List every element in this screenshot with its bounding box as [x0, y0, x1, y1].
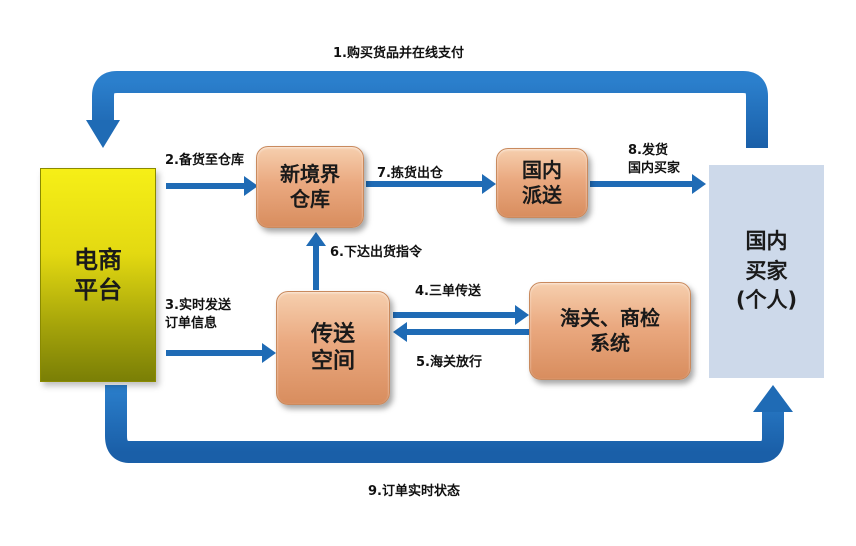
- arrow-step3-shaft: [166, 350, 262, 356]
- arrow-step3-head: [262, 343, 276, 363]
- arrow-step8-shaft: [590, 181, 692, 187]
- step4-label: 4.三单传送: [415, 284, 481, 299]
- top-loop-arrow: [92, 71, 768, 148]
- step9-label: 9.订单实时状态: [368, 484, 460, 499]
- bottom-loop-arrowhead: [753, 385, 793, 412]
- arrow-step6-shaft: [313, 246, 319, 290]
- ecommerce-platform-label: 电商 平台: [74, 246, 122, 304]
- top-loop-arrowhead: [86, 120, 120, 148]
- customs-inspection-node: 海关、商检 系统: [529, 282, 691, 380]
- ecommerce-platform-node: 电商 平台: [40, 168, 156, 382]
- domestic-delivery-node: 国内 派送: [496, 148, 588, 218]
- bonded-warehouse-label: 新境界 仓库: [280, 162, 340, 211]
- step7-label: 7.拣货出仓: [377, 166, 443, 181]
- step2-label: 2.备货至仓库: [165, 153, 244, 168]
- domestic-buyer-label: 国内 买家 (个人): [735, 229, 798, 313]
- bonded-warehouse-node: 新境界 仓库: [256, 146, 364, 228]
- arrow-step4-head: [515, 305, 529, 325]
- domestic-buyer-node: 国内 买家 (个人): [709, 165, 824, 378]
- step1-label: 1.购买货品并在线支付: [333, 46, 464, 61]
- arrow-step5-head: [393, 322, 407, 342]
- step8-label: 8.发货 国内买家: [628, 143, 681, 176]
- transfer-space-node: 传送 空间: [276, 291, 390, 405]
- arrow-step8-head: [692, 174, 706, 194]
- domestic-delivery-label: 国内 派送: [522, 158, 562, 207]
- arrow-step6-head: [306, 232, 326, 246]
- step3-label: 3.实时发送 订单信息: [165, 298, 231, 331]
- step6-label: 6.下达出货指令: [330, 245, 422, 260]
- customs-inspection-label: 海关、商检 系统: [560, 306, 660, 355]
- arrow-step7-head: [482, 174, 496, 194]
- arrow-step5-shaft: [407, 329, 529, 335]
- step5-label: 5.海关放行: [416, 355, 482, 370]
- arrow-step7-shaft: [366, 181, 482, 187]
- transfer-space-label: 传送 空间: [310, 321, 355, 375]
- arrow-step4-shaft: [393, 312, 515, 318]
- bottom-loop-arrow: [105, 385, 784, 463]
- arrow-step2-head: [244, 176, 258, 196]
- arrow-step2-shaft: [166, 183, 244, 189]
